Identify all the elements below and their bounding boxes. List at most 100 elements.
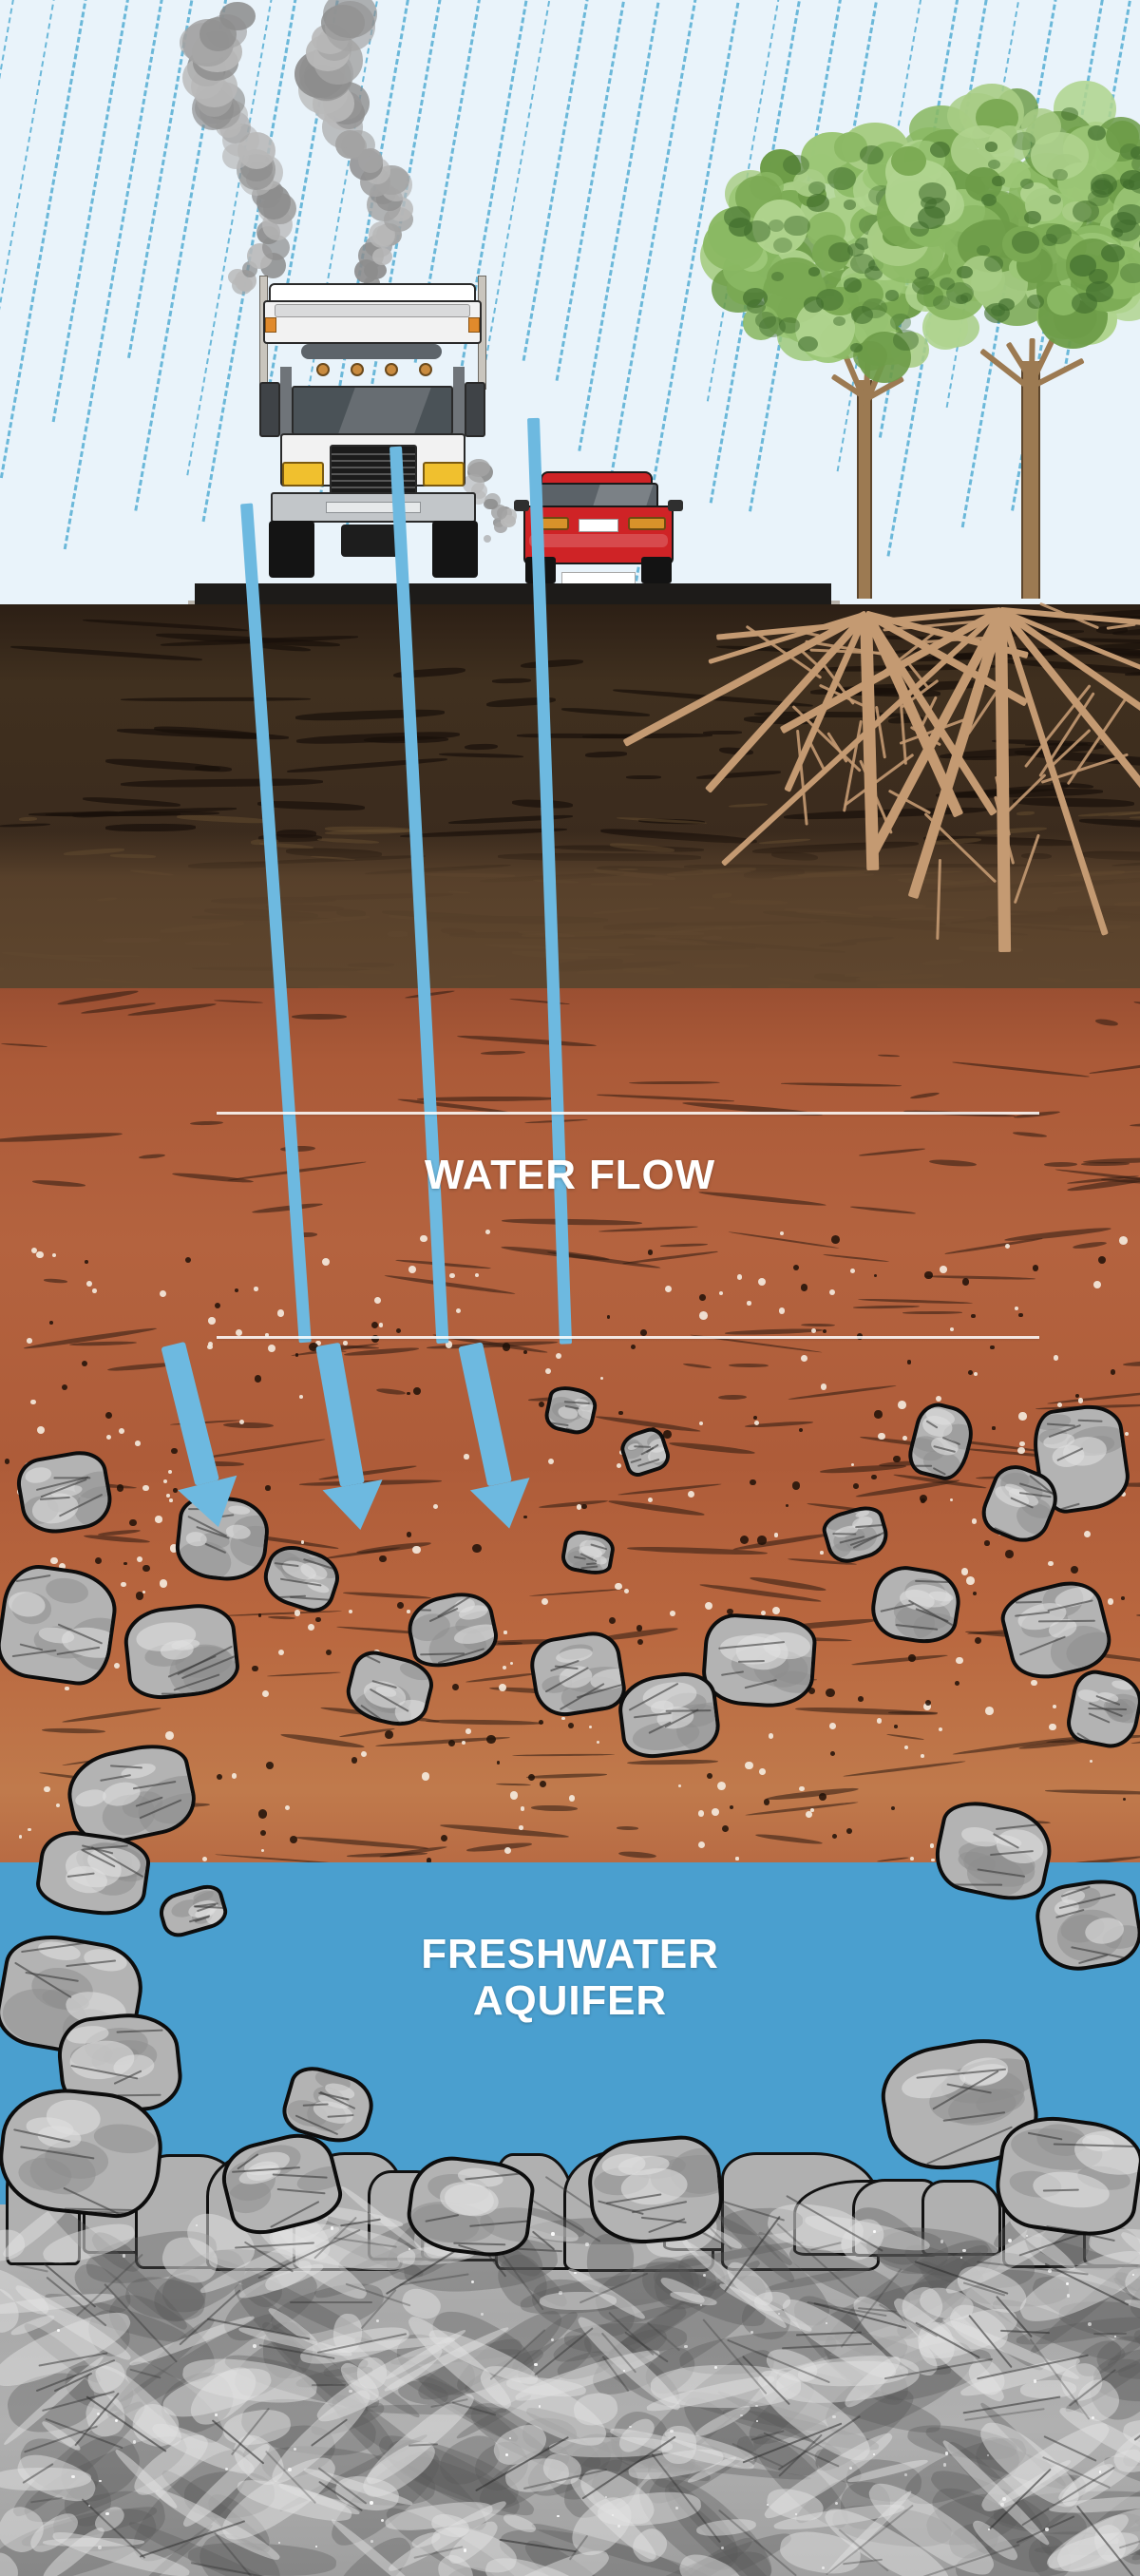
subsoil-speck-dark	[116, 1484, 124, 1492]
subsoil-speck-dark	[309, 1342, 318, 1351]
subsoil-speck-light	[168, 1470, 173, 1475]
subsoil-speck-light	[207, 1344, 213, 1350]
tree-canopy-detail	[1046, 223, 1072, 244]
subsoil-speck-dark	[294, 1353, 299, 1357]
aquifer-label-line-2: AQUIFER	[472, 1977, 668, 2025]
subsoil-speck-dark	[426, 1857, 432, 1863]
tree-canopy-detail	[1091, 174, 1118, 196]
subsoil-speck-dark	[739, 1536, 749, 1545]
subsoil-speck-light	[735, 1857, 739, 1860]
subsoil-speck-light	[850, 1463, 855, 1467]
subsoil-speck-light	[65, 1686, 69, 1691]
tree-canopy-detail	[1128, 171, 1140, 195]
subsoil-speck-light	[966, 1576, 975, 1585]
subsoil-speck-dark	[397, 1602, 404, 1609]
subsoil-speck-light	[677, 1784, 681, 1788]
subsoil-speck-dark	[447, 1739, 455, 1746]
smoke-puff	[218, 1, 256, 31]
subsoil-speck-light	[939, 1727, 943, 1732]
subsoil-speck-light	[910, 1856, 915, 1860]
subsoil-speck-dark	[314, 1616, 321, 1623]
car-body	[523, 506, 674, 564]
subsoil-speck-light	[504, 1631, 507, 1634]
subsoil-speck-light	[548, 1459, 555, 1465]
flow-arrow-left	[143, 1337, 248, 1535]
tree-canopy-detail	[833, 315, 846, 326]
smoke-puff	[372, 247, 392, 266]
subsoil-speck-light	[1092, 1280, 1102, 1289]
subsoil-speck-dark	[858, 1696, 864, 1702]
subsoil-speck-light	[142, 1591, 146, 1594]
tree-canopy-detail	[1113, 219, 1140, 242]
flow-arrow-right	[441, 1338, 540, 1536]
down-arrow-icon	[322, 1479, 390, 1536]
subsoil-speck-light	[1107, 1598, 1114, 1605]
tree-canopy-detail	[998, 297, 1016, 312]
subsoil-speck-light	[449, 1272, 456, 1279]
tree-canopy-detail	[884, 290, 899, 301]
tree-canopy	[890, 145, 927, 176]
subsoil-speck-light	[780, 1231, 785, 1236]
subsoil-speck-light	[261, 1689, 269, 1698]
subsoil-speck-light	[1017, 1446, 1025, 1455]
subsoil-speck-light	[664, 1286, 672, 1293]
subsoil-speck-light	[276, 1309, 284, 1317]
subsoil-speck-dark	[663, 1429, 673, 1439]
subsoil-speck-light	[687, 1490, 695, 1498]
subsoil-speck-light	[105, 1435, 111, 1441]
subsoil-speck-light	[121, 1582, 126, 1588]
subsoil-speck-light	[294, 1610, 301, 1616]
subsoil-speck-light	[118, 1427, 124, 1434]
subsoil-speck-light	[348, 1610, 352, 1614]
subsoil-speck-dark	[829, 1750, 836, 1757]
tree-canopy-detail	[889, 313, 911, 331]
road-asphalt-surface	[195, 583, 831, 604]
tree-canopy-detail	[769, 219, 785, 233]
subsoil-speck-dark	[135, 1592, 144, 1600]
subsoil-speck-light	[1048, 1723, 1056, 1731]
subsoil-speck-light	[509, 1791, 519, 1800]
tree-canopy-detail	[992, 175, 1005, 186]
subsoil-speck-dark	[721, 1824, 730, 1833]
subsoil-speck-dark	[853, 1483, 859, 1489]
subsoil-speck-light	[136, 1556, 142, 1563]
subsoil-speck-light	[561, 1716, 565, 1721]
tree-canopy-detail	[915, 268, 929, 279]
subsoil-speck-dark	[502, 1342, 511, 1351]
subsoil-speck-light	[114, 1663, 121, 1670]
tree-canopy-detail	[1120, 262, 1140, 283]
subsoil-speck-light	[810, 1808, 814, 1812]
subsoil-speck-dark	[452, 1684, 460, 1691]
subsoil-speck-light	[810, 1327, 817, 1334]
subsoil-speck-light	[878, 1432, 885, 1441]
truck-marker-light	[468, 317, 480, 333]
truck-windshield	[292, 386, 453, 435]
truck-wheel	[269, 521, 314, 578]
subsoil-speck-dark	[522, 1349, 528, 1355]
subsoil-speck-light	[931, 1858, 936, 1862]
subsoil-speck-light	[162, 1479, 167, 1484]
tree-canopy-detail	[1073, 200, 1100, 222]
subsoil-speck-light	[747, 1301, 751, 1306]
subsoil-speck-light	[412, 1545, 422, 1555]
subsoil-speck-light	[28, 1828, 31, 1832]
subsoil-speck-light	[568, 1795, 576, 1802]
subsoil-speck-light	[718, 1290, 723, 1296]
subsoil-speck-light	[760, 1610, 767, 1616]
subsoil-speck-dark	[1033, 1265, 1039, 1271]
subsoil-speck-dark	[764, 1799, 770, 1805]
tree-canopy-detail	[847, 242, 865, 258]
subsoil-speck-dark	[990, 1345, 995, 1350]
tree-canopy-detail	[988, 159, 1001, 169]
subsoil-speck-dark	[257, 1808, 268, 1819]
tree-canopy-detail	[754, 312, 777, 330]
subsoil-speck-light	[699, 1310, 708, 1320]
subsoil-speck-light	[466, 1728, 471, 1734]
water-flow-label: WATER FLOW	[424, 1152, 716, 1198]
subsoil-speck-dark	[235, 1288, 239, 1293]
subsoil-speck-dark	[984, 1540, 990, 1546]
aquifer-label-line-1: FRESHWATER	[421, 1931, 719, 1977]
subsoil-speck-light	[407, 1610, 410, 1613]
subsoil-speck-light	[1053, 1355, 1059, 1361]
subsoil-speck-light	[265, 1333, 269, 1337]
